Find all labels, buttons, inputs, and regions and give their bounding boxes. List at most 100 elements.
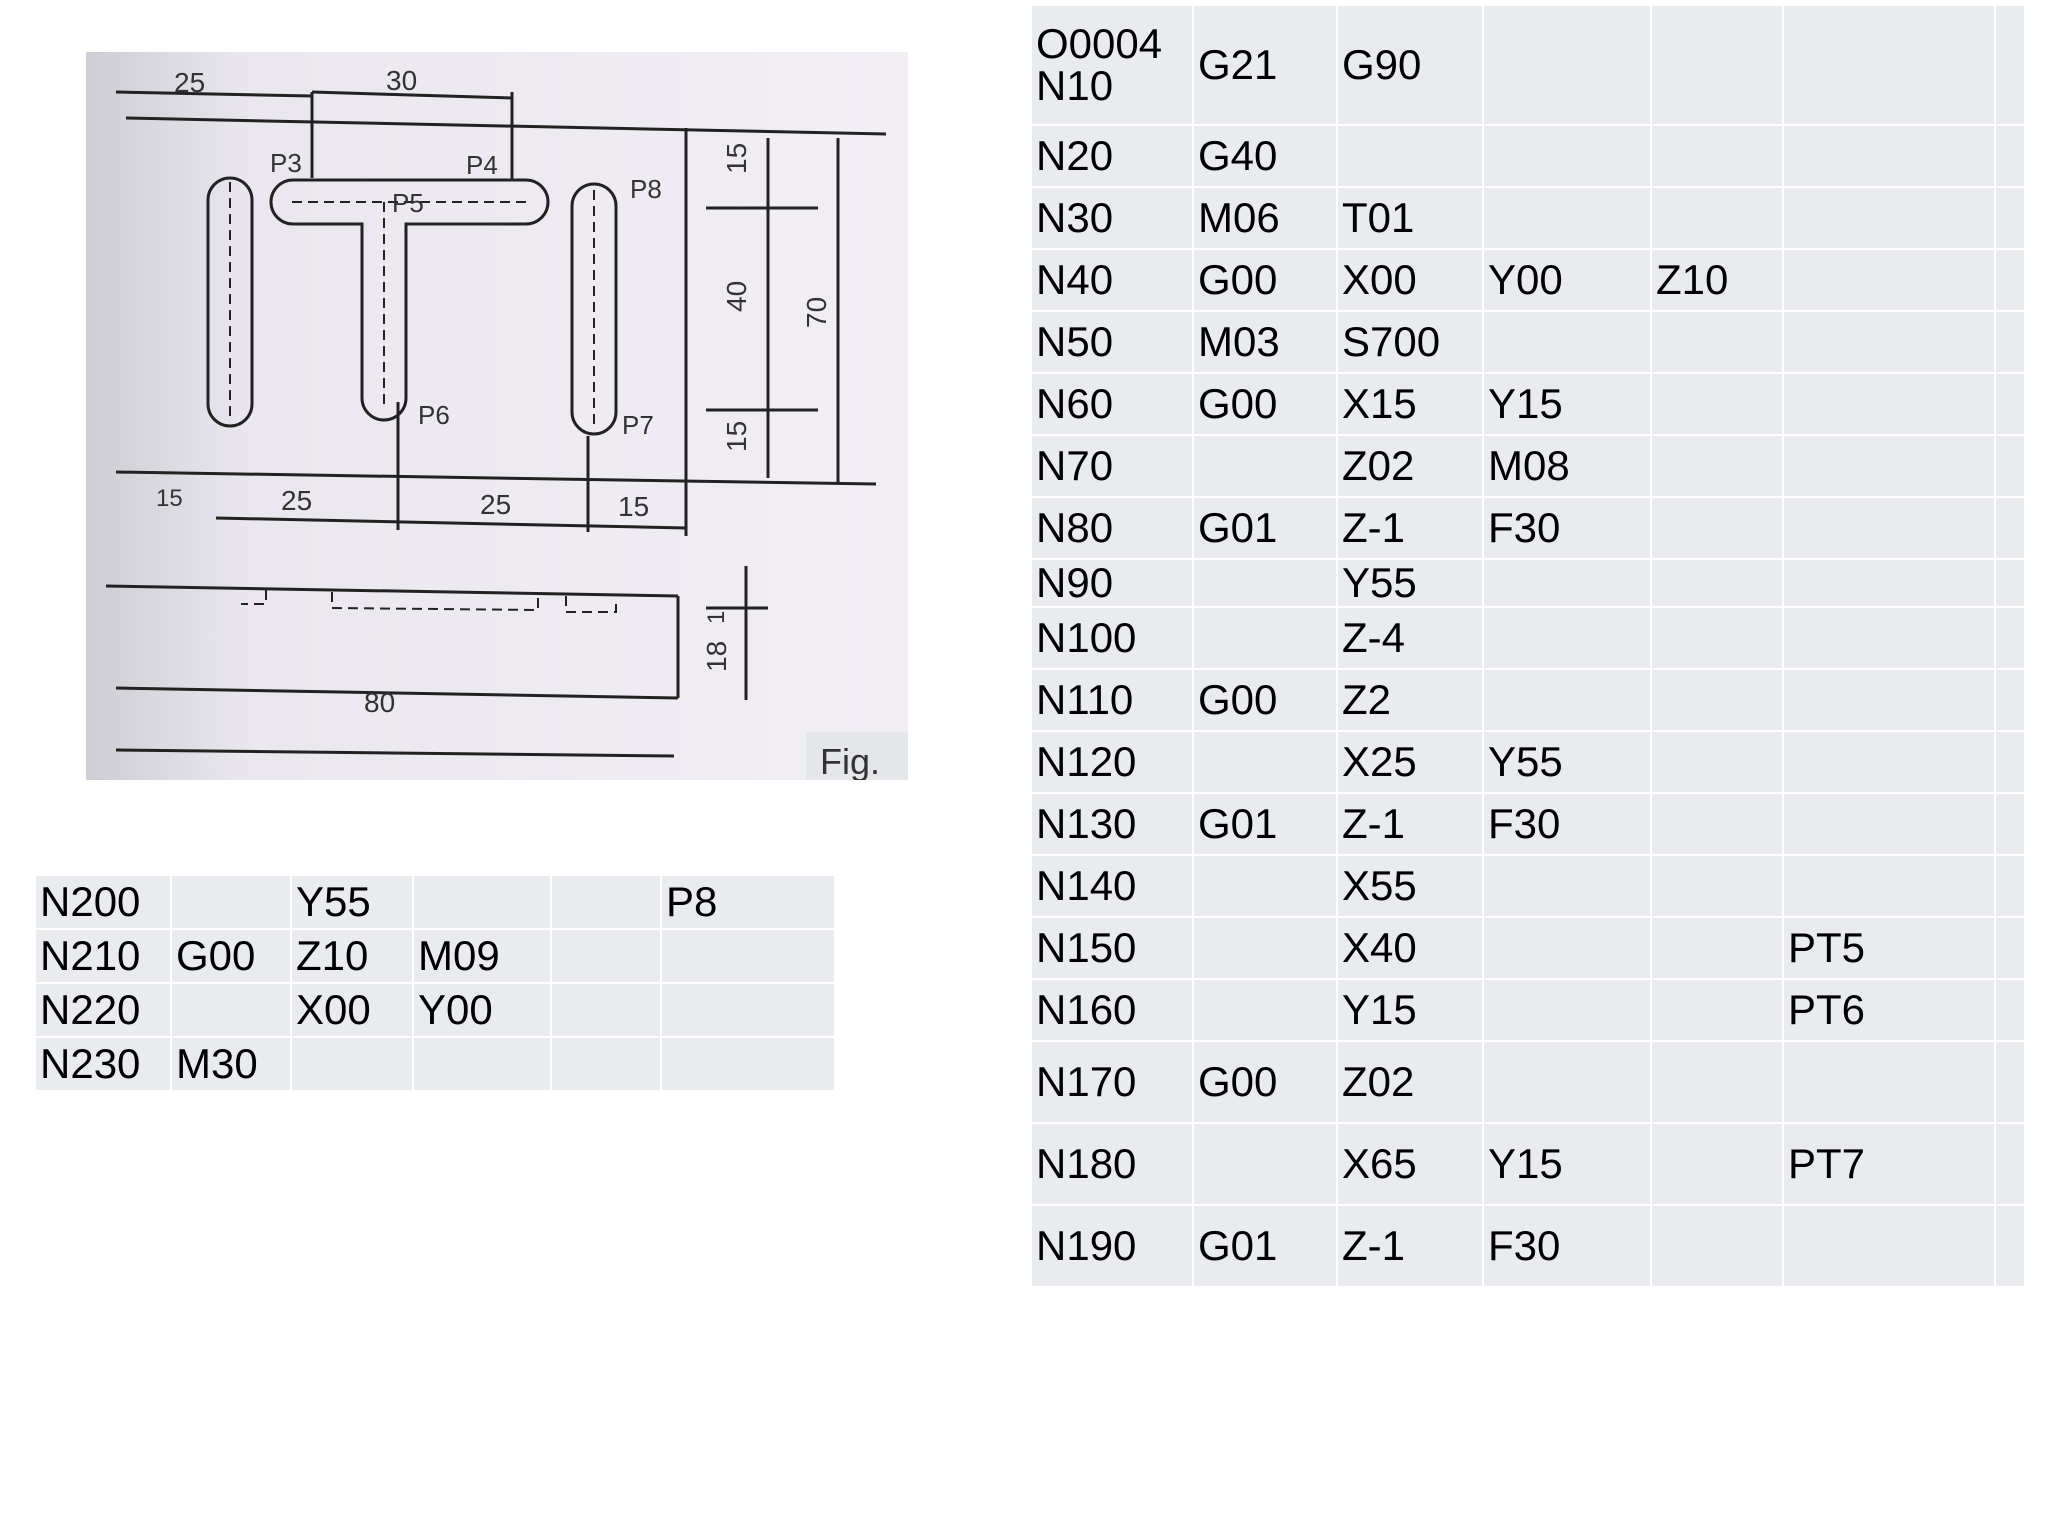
code-word-cell: PT6	[1782, 978, 1996, 1042]
code-word-cell	[1994, 496, 2026, 560]
code-word-cell	[1782, 372, 1996, 436]
block-number-cell: N200	[34, 874, 172, 930]
code-word-cell: G00	[1192, 1040, 1338, 1124]
code-word-cell	[1650, 792, 1784, 856]
code-word-cell: M03	[1192, 310, 1338, 374]
code-word-cell	[1650, 916, 1784, 980]
code-word-cell	[1994, 434, 2026, 498]
block-number-cell: N130	[1030, 792, 1194, 856]
code-word-cell	[1482, 668, 1652, 732]
code-word-cell	[1782, 310, 1996, 374]
code-word-cell	[1994, 916, 2026, 980]
code-word-cell: P8	[660, 874, 836, 930]
code-word-cell	[1482, 4, 1652, 126]
code-word-cell	[660, 1036, 836, 1092]
code-word-cell	[1782, 1204, 1996, 1288]
code-word-cell	[1994, 606, 2026, 670]
code-word-cell	[1482, 854, 1652, 918]
block-number-cell: O0004 N10	[1030, 4, 1194, 126]
code-word-cell	[1650, 668, 1784, 732]
code-word-cell	[660, 982, 836, 1038]
code-word-cell: X65	[1336, 1122, 1484, 1206]
dim-bottom-3: 15	[618, 491, 649, 522]
code-word-cell: Z-4	[1336, 606, 1484, 670]
code-word-cell: Z02	[1336, 434, 1484, 498]
code-word-cell: M09	[412, 928, 552, 984]
point-p4: P4	[466, 150, 498, 180]
program-row: N90 Y55	[1030, 558, 2026, 608]
code-word-cell	[170, 982, 292, 1038]
code-word-cell	[1782, 496, 1996, 560]
code-word-cell	[1782, 186, 1996, 250]
fig-label-box	[806, 732, 908, 780]
block-number-cell: N90	[1030, 558, 1194, 608]
block-number-cell: N80	[1030, 496, 1194, 560]
code-word-cell	[1782, 854, 1996, 918]
code-word-cell	[1650, 372, 1784, 436]
code-word-cell	[550, 928, 662, 984]
code-word-cell: Y55	[1482, 730, 1652, 794]
code-word-cell: G01	[1192, 1204, 1338, 1288]
block-number-cell: N190	[1030, 1204, 1194, 1288]
code-word-cell: Y15	[1336, 978, 1484, 1042]
code-word-cell: G01	[1192, 792, 1338, 856]
code-word-cell: X15	[1336, 372, 1484, 436]
code-word-cell: Z-1	[1336, 496, 1484, 560]
block-number-cell: N160	[1030, 978, 1194, 1042]
code-word-cell: G40	[1192, 124, 1338, 188]
code-word-cell	[1482, 606, 1652, 670]
point-p6: P6	[418, 400, 450, 430]
code-word-cell: G00	[1192, 248, 1338, 312]
dim-right-total: 70	[801, 297, 832, 328]
code-word-cell: Z2	[1336, 668, 1484, 732]
code-word-cell	[1994, 792, 2026, 856]
code-word-cell	[1994, 730, 2026, 794]
code-word-cell	[1782, 792, 1996, 856]
code-word-cell	[1782, 730, 1996, 794]
block-number-cell: N60	[1030, 372, 1194, 436]
code-word-cell: Y15	[1482, 372, 1652, 436]
code-word-cell	[1994, 310, 2026, 374]
code-word-cell: PT5	[1782, 916, 1996, 980]
point-p8: P8	[630, 174, 662, 204]
code-word-cell	[1650, 4, 1784, 126]
code-word-cell	[1782, 248, 1996, 312]
code-word-cell	[412, 874, 552, 930]
code-word-cell	[1994, 978, 2026, 1042]
code-word-cell	[1482, 978, 1652, 1042]
code-word-cell	[1192, 558, 1338, 608]
code-word-cell: F30	[1482, 1204, 1652, 1288]
code-word-cell	[1782, 606, 1996, 670]
code-word-cell	[1994, 1040, 2026, 1124]
code-word-cell	[550, 1036, 662, 1092]
code-word-cell	[170, 874, 292, 930]
code-word-cell	[1782, 558, 1996, 608]
code-word-cell: M06	[1192, 186, 1338, 250]
dim-top-left: 25	[174, 67, 205, 98]
code-word-cell	[1482, 124, 1652, 188]
block-number-cell: N210	[34, 928, 172, 984]
program-row: N160 Y15 PT6	[1030, 978, 2026, 1042]
code-word-cell	[1650, 730, 1784, 794]
code-word-cell	[412, 1036, 552, 1092]
code-word-cell	[550, 874, 662, 930]
code-word-cell	[1650, 434, 1784, 498]
block-number-cell: N150	[1030, 916, 1194, 980]
code-word-cell: Y55	[290, 874, 414, 930]
code-word-cell	[1650, 1122, 1784, 1206]
dim-bottom-1: 25	[281, 485, 312, 516]
code-word-cell: Y55	[1336, 558, 1484, 608]
code-word-cell: X55	[1336, 854, 1484, 918]
code-word-cell: Y00	[412, 982, 552, 1038]
